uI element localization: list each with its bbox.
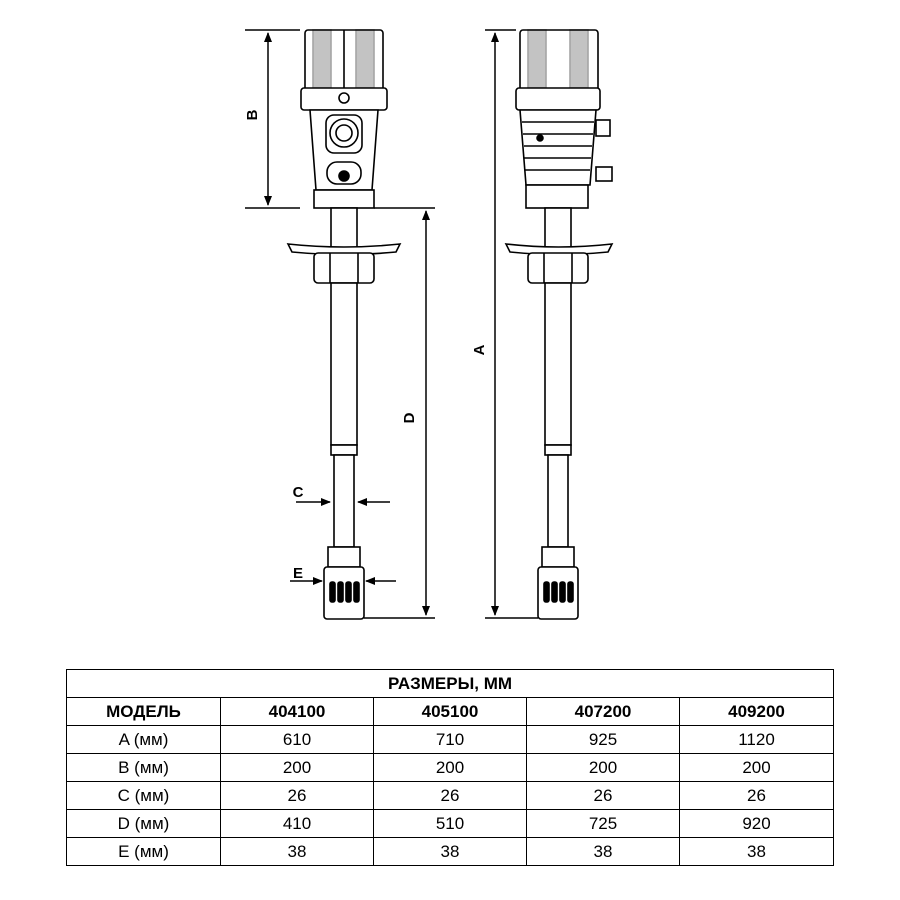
dimension-label-a: A [471,344,488,355]
table-cell: 510 [373,809,527,838]
table-header-row: МОДЕЛЬ 404100 405100 407200 409200 [66,697,835,726]
table-cell: 710 [373,725,527,754]
table-cell: 200 [220,753,374,782]
dimensions-table: РАЗМЕРЫ, ММ МОДЕЛЬ 404100 405100 407200 … [65,669,835,866]
table-row: B (мм) 200 200 200 200 [66,753,835,782]
row-label: A (мм) [66,725,221,754]
model-col-4: 409200 [678,697,835,726]
table-row: C (мм) 26 26 26 26 [66,781,835,810]
model-header: МОДЕЛЬ [66,697,221,726]
row-label: E (мм) [66,837,221,866]
table-cell: 26 [373,781,527,810]
model-col-2: 405100 [373,697,527,726]
table-title-row: РАЗМЕРЫ, ММ [65,669,835,698]
row-label: C (мм) [66,781,221,810]
model-col-3: 407200 [526,697,680,726]
table-cell: 26 [220,781,374,810]
pump-front-view [286,29,402,620]
dimension-label-c: C [293,484,304,501]
table-cell: 410 [220,809,374,838]
table-cell: 200 [373,753,527,782]
table-row: A (мм) 610 710 925 1120 [66,725,835,754]
model-col-1: 404100 [220,697,374,726]
table-cell: 610 [220,725,374,754]
pump-dimension-drawing: B D A C E [244,29,614,620]
dimension-label-e: E [293,565,303,582]
table-cell: 38 [220,837,374,866]
dimension-label-d: D [401,412,418,423]
row-label: D (мм) [66,809,221,838]
table-title: РАЗМЕРЫ, ММ [65,669,835,698]
table-cell: 38 [526,837,680,866]
table-cell: 1120 [678,725,835,754]
table-cell: 925 [526,725,680,754]
dimension-label-b: B [244,109,261,120]
pump-side-view [504,29,614,620]
row-label: B (мм) [66,753,221,782]
table-cell: 38 [373,837,527,866]
table-cell: 725 [526,809,680,838]
table-cell: 200 [526,753,680,782]
table-row: E (мм) 38 38 38 38 [66,837,835,866]
table-cell: 38 [678,837,835,866]
table-row: D (мм) 410 510 725 920 [66,809,835,838]
table-cell: 920 [678,809,835,838]
table-cell: 26 [678,781,835,810]
table-cell: 200 [678,753,835,782]
table-cell: 26 [526,781,680,810]
dimension-lines [245,29,538,619]
